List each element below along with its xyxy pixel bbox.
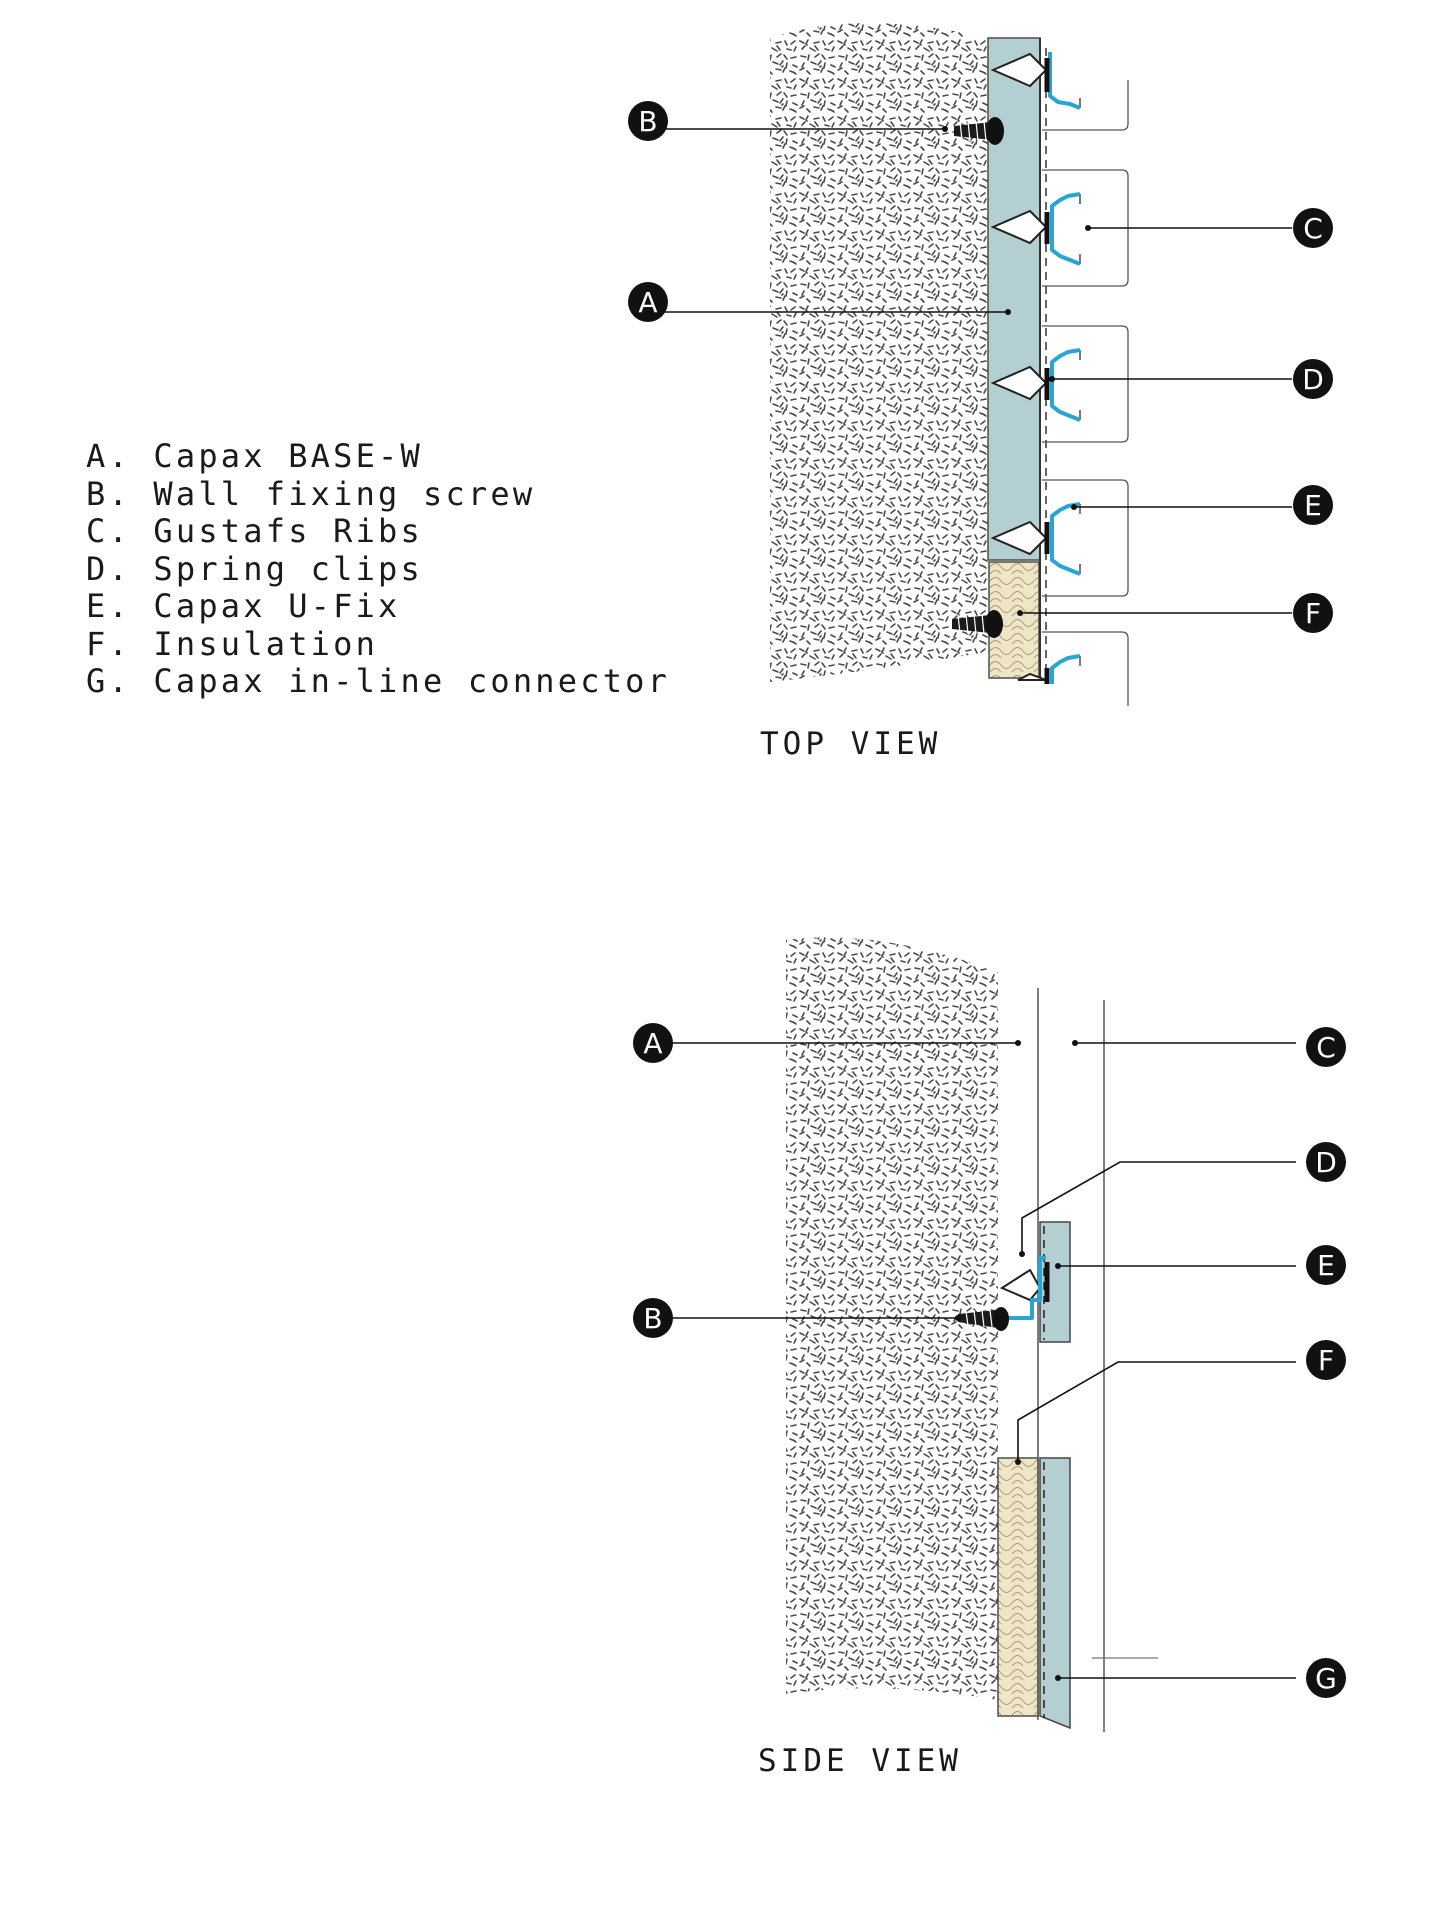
- side-ufix-panel: [1039, 1221, 1071, 1343]
- side-screw: [958, 1307, 1009, 1331]
- svg-text:F: F: [1318, 1344, 1334, 1377]
- top-screw-upper: [954, 117, 1004, 145]
- side-view-title: SIDE VIEW: [758, 1743, 962, 1779]
- side-callout-g: G: [1306, 1658, 1346, 1698]
- side-callout-b: B: [633, 1298, 673, 1338]
- legend-item-b: B. Wall fixing screw: [86, 474, 536, 513]
- top-callout-d: D: [1293, 359, 1333, 399]
- legend-item-g: G. Capax in-line connector: [86, 662, 671, 700]
- svg-text:B: B: [643, 1302, 662, 1335]
- svg-text:A: A: [643, 1027, 662, 1060]
- legend-item-a: A. Capax BASE-W: [86, 437, 423, 475]
- top-concrete-wall: [770, 23, 988, 682]
- svg-text:G: G: [1315, 1662, 1337, 1695]
- svg-text:A: A: [638, 286, 657, 319]
- legend: A. Capax BASE-W B. Wall fixing screw C. …: [86, 437, 671, 701]
- legend-item-c: C. Gustafs Ribs: [86, 512, 423, 550]
- legend-item-d: D. Spring clips: [86, 549, 423, 588]
- side-callout-e: E: [1306, 1245, 1346, 1285]
- top-view-title: TOP VIEW: [760, 726, 942, 762]
- svg-text:C: C: [1316, 1031, 1336, 1064]
- svg-text:F: F: [1305, 597, 1321, 630]
- side-view-drawing: [786, 937, 1158, 1732]
- top-screw-lower: [952, 610, 1003, 638]
- legend-item-e: E. Capax U-Fix: [86, 587, 401, 625]
- top-callout-a: A: [628, 282, 668, 322]
- svg-text:E: E: [1317, 1249, 1335, 1282]
- svg-text:D: D: [1315, 1146, 1337, 1179]
- top-callout-f: F: [1293, 593, 1333, 633]
- side-callout-d: D: [1306, 1142, 1346, 1182]
- side-callout-a: A: [633, 1023, 673, 1063]
- svg-text:D: D: [1302, 363, 1324, 396]
- svg-text:B: B: [638, 105, 657, 138]
- top-callout-b: B: [628, 101, 668, 141]
- top-base-panel: [987, 37, 1041, 561]
- svg-text:E: E: [1304, 489, 1322, 522]
- top-view-drawing: [770, 23, 1129, 706]
- side-insulation: [997, 1457, 1039, 1717]
- side-callout-c: C: [1306, 1027, 1346, 1067]
- top-callout-c: C: [1293, 208, 1333, 248]
- side-connector-panel: [1039, 1457, 1071, 1730]
- side-callout-f: F: [1306, 1340, 1346, 1380]
- legend-item-f: F. Insulation: [86, 624, 379, 663]
- top-callout-e: E: [1293, 485, 1333, 525]
- svg-text:C: C: [1303, 212, 1323, 245]
